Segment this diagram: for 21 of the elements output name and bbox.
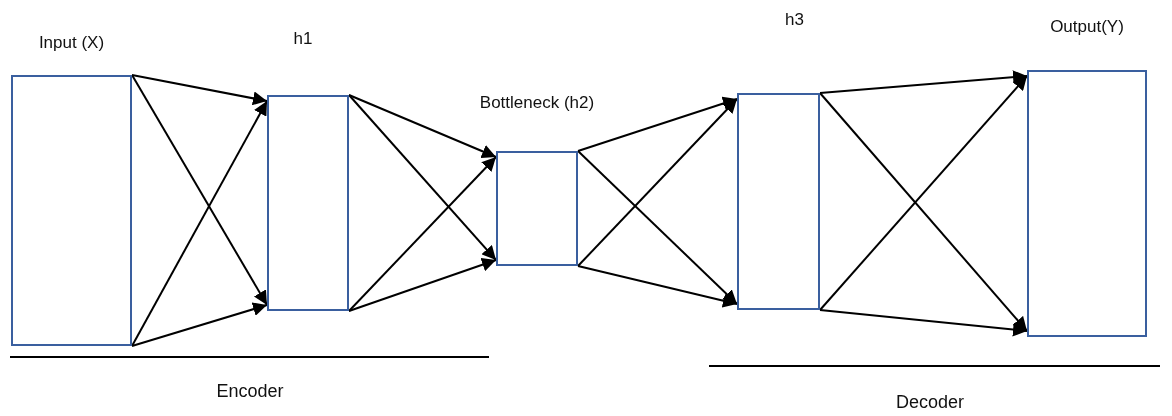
arrow (131, 74, 268, 306)
section-label: Decoder (896, 392, 964, 413)
arrow (577, 150, 738, 305)
arrow (131, 74, 268, 106)
arrow (819, 70, 1028, 94)
section-label: Encoder (216, 381, 284, 402)
arrow (577, 96, 738, 152)
layer-label: Output(Y) (1050, 17, 1124, 37)
arrow (348, 156, 497, 312)
arrow (348, 94, 497, 261)
arrow (348, 94, 497, 158)
layer-label: Input (X) (38, 33, 105, 53)
arrow (819, 309, 1028, 337)
arrow (131, 100, 268, 347)
arrow (577, 98, 738, 267)
layer-label: h3 (785, 10, 804, 30)
layer-label: h1 (293, 29, 313, 49)
arrow (348, 258, 497, 312)
layer-label: Bottleneck (h2) (479, 93, 595, 113)
arrow (577, 265, 738, 308)
arrow (131, 302, 268, 347)
